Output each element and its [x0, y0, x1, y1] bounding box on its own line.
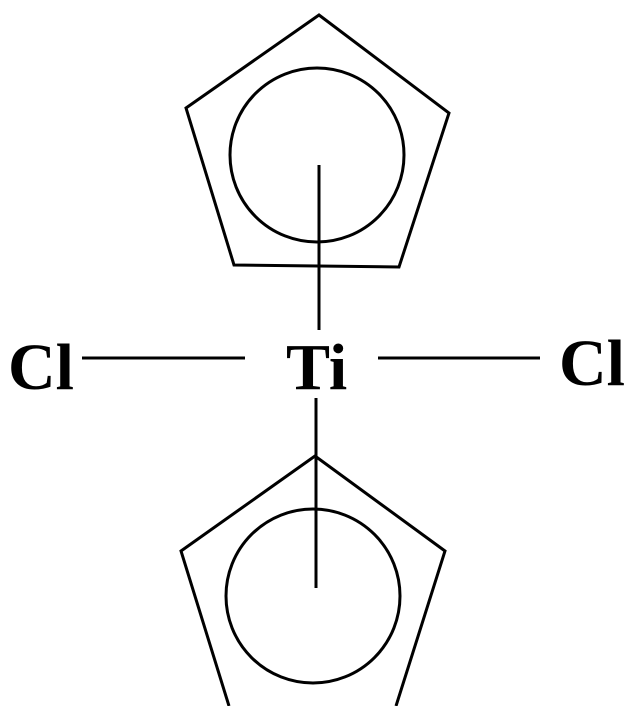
top-ring-aromatic-circle — [228, 66, 406, 244]
bottom-ring-aromatic-circle — [224, 507, 402, 685]
top-ring-pentagon — [184, 13, 451, 269]
top-cyclopentadienyl-ring — [184, 13, 451, 269]
titanium-label: Ti — [286, 331, 347, 404]
bottom-cyclopentadienyl-ring — [179, 454, 447, 706]
left-chlorine-label: Cl — [8, 331, 74, 404]
bottom-ring-pentagon — [179, 454, 447, 706]
right-chlorine-label: Cl — [559, 327, 625, 400]
